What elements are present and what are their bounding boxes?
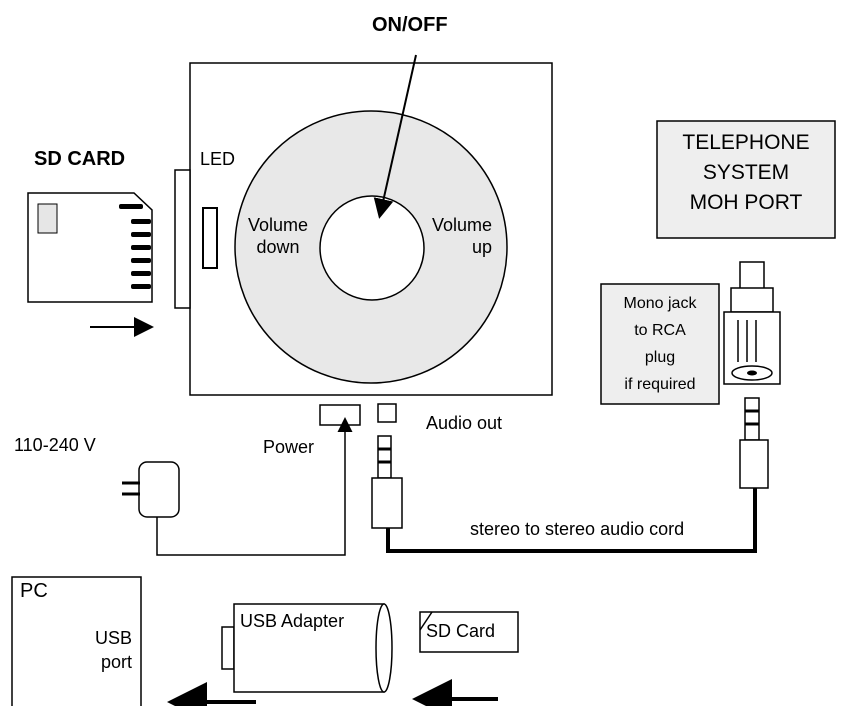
rca-plug-tip bbox=[739, 261, 765, 291]
power-port bbox=[319, 404, 361, 426]
power-cable bbox=[156, 417, 353, 556]
audio-out-label: Audio out bbox=[426, 413, 503, 433]
pc-label: PC bbox=[20, 580, 48, 602]
usb-adapter-plug bbox=[221, 626, 235, 670]
on-off-pointer bbox=[373, 54, 417, 219]
right-plug-tip bbox=[744, 397, 760, 441]
pc-box bbox=[11, 576, 142, 706]
sd-card-title: SD CARD bbox=[34, 148, 126, 170]
audio-cord-label: stereo to stereo audio cord bbox=[470, 519, 685, 539]
audio-out-port bbox=[377, 403, 397, 423]
usb-port-label: USB port bbox=[94, 628, 132, 672]
power-adapter bbox=[138, 461, 180, 518]
mono-jack-label: Mono jack to RCA plug if required bbox=[623, 295, 697, 393]
sd-slot bbox=[174, 169, 191, 309]
sd-card-small-box bbox=[419, 611, 519, 653]
voltage-label: 110-240 V bbox=[14, 435, 96, 455]
volume-down-label: Volume down bbox=[247, 215, 309, 257]
sd-card-small-label: SD Card bbox=[426, 621, 496, 641]
left-plug-tip bbox=[377, 435, 392, 479]
telephone-label: TELEPHONE SYSTEM MOH PORT bbox=[682, 131, 810, 214]
usb-adapter-opening bbox=[375, 603, 393, 693]
volume-up-label: Volume up bbox=[431, 215, 492, 257]
usb-adapter-label: USB Adapter bbox=[240, 611, 345, 631]
power-label: Power bbox=[263, 437, 315, 457]
telephone-box bbox=[656, 120, 836, 239]
mono-jack-box bbox=[600, 283, 720, 405]
led-window bbox=[202, 207, 218, 269]
left-plug-body bbox=[371, 477, 403, 529]
rca-plug-collar bbox=[730, 287, 774, 313]
right-plug-body bbox=[739, 439, 769, 489]
sd-card-window bbox=[37, 203, 58, 234]
on-off-button[interactable] bbox=[319, 195, 425, 301]
led-label: LED bbox=[200, 149, 236, 169]
on-off-label: ON/OFF bbox=[372, 14, 448, 36]
sd-card-drawing bbox=[27, 192, 153, 303]
audio-cord bbox=[386, 488, 757, 553]
sd-card-contacts bbox=[119, 204, 151, 289]
